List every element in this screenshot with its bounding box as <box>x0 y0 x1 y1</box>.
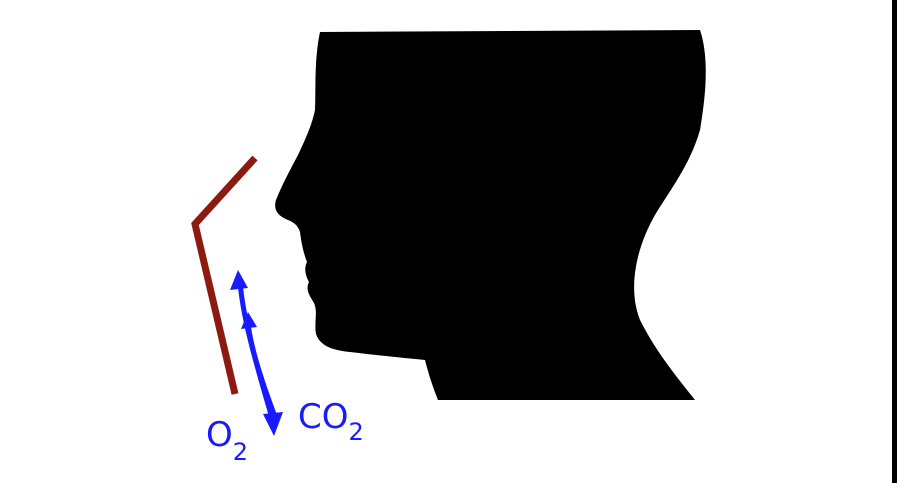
arrowhead-down-icon <box>263 412 283 436</box>
face-mask-icon <box>191 155 258 395</box>
carbon-dioxide-label-subscript: 2 <box>349 418 364 446</box>
arrowhead-up-icon <box>230 270 248 290</box>
carbon-dioxide-label-base: CO <box>298 397 349 437</box>
arrowhead-up-small-icon <box>241 312 257 329</box>
head-silhouette-icon <box>275 30 706 400</box>
right-border <box>892 0 897 483</box>
oxygen-label-subscript: 2 <box>233 438 248 466</box>
double-arrow-icon <box>237 279 277 421</box>
arrowheads <box>230 270 283 436</box>
oxygen-label: O2 <box>206 415 248 466</box>
carbon-dioxide-label: CO2 <box>298 397 364 446</box>
oxygen-label-base: O <box>206 415 233 455</box>
